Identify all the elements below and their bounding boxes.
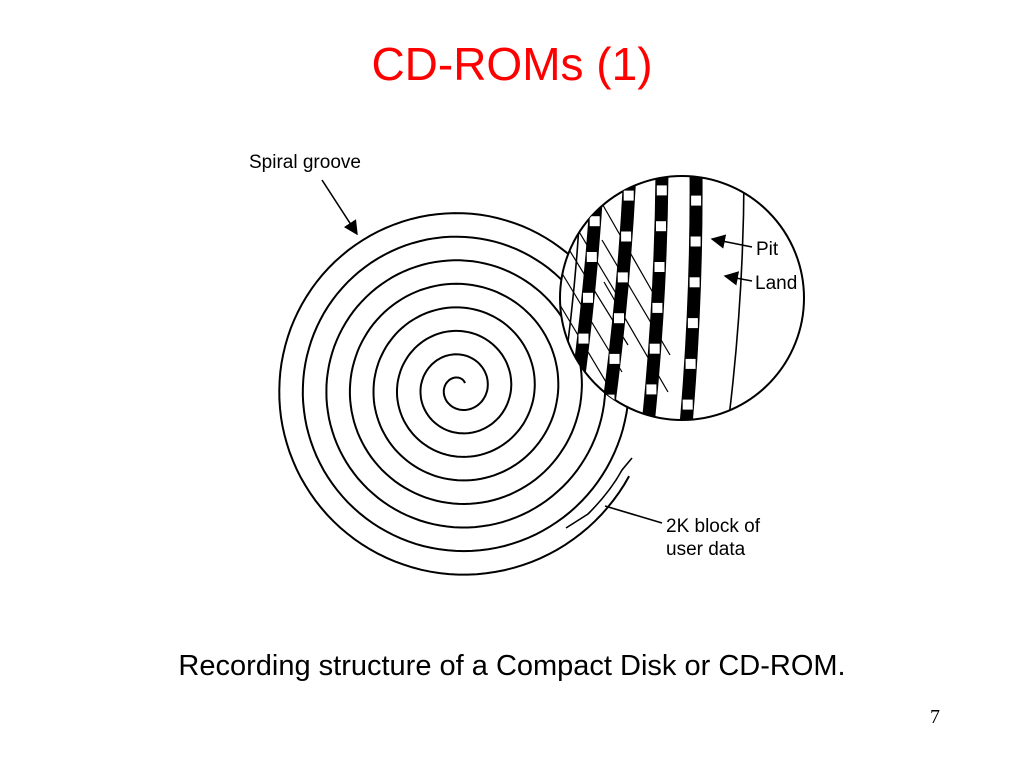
pit-mark: [609, 353, 620, 364]
pit-mark: [691, 195, 702, 206]
data-block-mark: [565, 457, 633, 529]
pit-mark: [617, 272, 628, 283]
pit-mark: [687, 318, 698, 329]
pit-mark: [589, 216, 600, 227]
pit-mark: [689, 277, 700, 288]
pit-mark: [649, 343, 660, 354]
page-number: 7: [930, 706, 940, 728]
pit-mark: [621, 231, 632, 242]
pit-mark: [614, 313, 624, 324]
pit-mark: [685, 358, 696, 369]
pit-mark: [654, 262, 665, 272]
spiral-groove-pointer: [321, 179, 358, 236]
pit-mark: [652, 302, 663, 313]
pit-mark: [586, 252, 597, 262]
pit-mark: [656, 185, 667, 196]
pit-mark: [690, 236, 701, 247]
spiral-groove-label: Spiral groove: [249, 152, 361, 173]
data-block-label-line2: user data: [666, 539, 746, 560]
data-block-label-line1: 2K block of: [666, 516, 761, 537]
spiral-groove-track: [278, 212, 630, 576]
data-block-pointer: [604, 505, 663, 524]
pit-mark: [592, 180, 603, 191]
pit-mark: [656, 221, 666, 232]
pit-pointer: [710, 234, 753, 249]
land-pointer: [723, 271, 753, 286]
pit-label: Pit: [756, 239, 779, 260]
pit-mark: [682, 399, 693, 410]
pit-mark: [646, 384, 657, 395]
pit-mark: [578, 333, 589, 344]
track-band: [599, 176, 637, 420]
slide-title: CD-ROMs (1): [371, 38, 653, 90]
land-label: Land: [755, 273, 797, 294]
pit-mark: [623, 190, 634, 201]
magnified-region: [559, 175, 805, 421]
figure-caption: Recording structure of a Compact Disk or…: [178, 650, 846, 682]
land-line: [727, 176, 745, 420]
pit-mark: [583, 292, 593, 303]
